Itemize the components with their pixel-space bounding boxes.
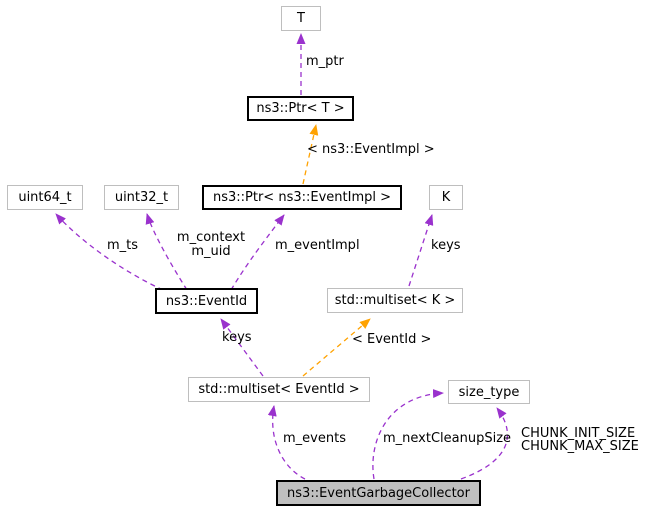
node-uint64-t-label: uint64_t [18,190,72,205]
node-uint32-t-label: uint32_t [114,190,169,205]
node-ns3-ptr-eventimpl[interactable]: ns3::Ptr< ns3::EventImpl > [202,185,402,210]
node-ns3-eventid[interactable]: ns3::EventId [155,288,258,314]
node-ns3-eventgarbagecollector-label: ns3::EventGarbageCollector [287,485,470,501]
edge-label-chunk-sizes: CHUNK_INIT_SIZE CHUNK_MAX_SIZE [521,427,639,453]
node-std-multiset-k-label: std::multiset< K > [334,293,456,308]
edge-template-eventimpl [302,124,319,185]
edge-label-m-eventimpl: m_eventImpl [275,238,360,253]
edge-label-keys-eventid: keys [222,330,252,345]
edge-m-nextcleanupsize [372,389,444,480]
edge-template-eventid [302,318,371,377]
edge-label-m-ptr: m_ptr [306,54,344,69]
edge-m-ts [55,213,164,291]
edge-m-events [267,405,306,480]
node-ns3-eventgarbagecollector: ns3::EventGarbageCollector [276,480,481,506]
edge-m-eventimpl [230,214,285,291]
edge-label-chunk-max-size: CHUNK_MAX_SIZE [521,439,639,454]
node-k: K [429,185,463,210]
node-std-multiset-eventid: std::multiset< EventId > [188,377,370,402]
edge-label-m-events: m_events [283,431,346,446]
edge-label-chunk-init-size: CHUNK_INIT_SIZE [521,426,636,441]
node-ns3-eventid-label: ns3::EventId [165,293,248,309]
node-std-multiset-eventid-label: std::multiset< EventId > [198,382,360,397]
node-std-multiset-k: std::multiset< K > [327,288,463,313]
edge-label-m-context: m_context [176,230,246,245]
edge-keys-k [408,214,434,287]
node-k-label: K [441,190,451,205]
edge-label-m-ts: m_ts [107,238,139,253]
node-size-type-label: size_type [458,384,520,400]
node-ns3-ptr-eventimpl-label: ns3::Ptr< ns3::EventImpl > [212,190,392,205]
node-uint64-t: uint64_t [7,185,83,210]
edge-m-context-m-uid [145,213,188,291]
node-t: T [281,6,321,31]
node-ns3-ptr-t-label: ns3::Ptr< T > [256,101,345,116]
edge-label-template-eventid: < EventId > [352,332,432,347]
edge-label-template-eventimpl: < ns3::EventImpl > [307,142,435,157]
edge-label-m-uid: m_uid [191,244,231,259]
node-uint32-t: uint32_t [104,185,179,210]
node-t-label: T [297,11,305,26]
edge-keys-eventid [220,318,264,377]
edge-label-m-nextcleanupsize: m_nextCleanupSize [383,431,512,446]
node-ns3-ptr-t[interactable]: ns3::Ptr< T > [247,96,354,121]
node-size-type: size_type [448,380,530,404]
edge-label-m-context-m-uid: m_context m_uid [172,231,250,259]
edge-label-keys-k: keys [431,238,461,253]
edge-chunk-sizes [460,407,508,480]
